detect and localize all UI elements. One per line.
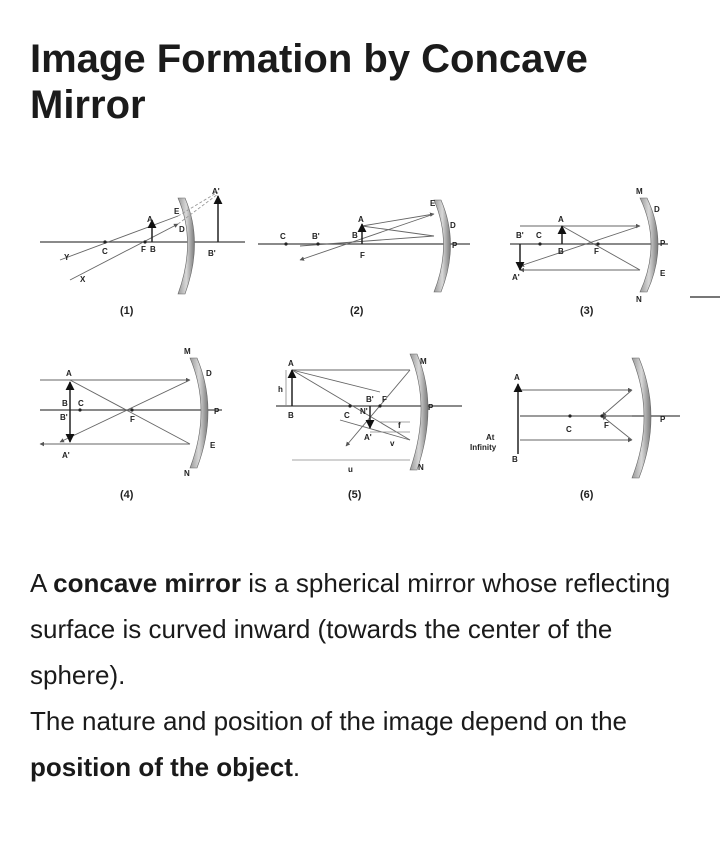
label-a: A [147, 215, 153, 224]
diagram-6-caption: (6) [580, 489, 594, 501]
diagram-2-caption: (2) [350, 305, 364, 317]
definition-prefix: A [30, 568, 54, 598]
label-n: N [636, 295, 642, 304]
label-d: D [206, 369, 212, 378]
label-m: M [636, 187, 643, 196]
diagram-5: A h B C B' F N' A' f v u M P N (5) [276, 353, 462, 501]
label-b: B [150, 245, 156, 254]
label-e: E [174, 207, 180, 216]
label-c: C [280, 232, 286, 241]
label-a-prime: A' [512, 273, 520, 282]
label-p: P [660, 415, 666, 424]
label-c: C [344, 411, 350, 420]
label-e: E [430, 199, 436, 208]
label-e: E [660, 269, 666, 278]
label-a-prime: A' [212, 187, 220, 196]
nature-term: position of the object [30, 752, 293, 782]
label-f: F [594, 247, 599, 256]
label-n: N [418, 463, 424, 472]
label-at: At [486, 433, 495, 442]
definition-paragraph: A concave mirror is a spherical mirror w… [30, 560, 690, 698]
label-b: B [288, 411, 294, 420]
diagram-5-caption: (5) [348, 489, 362, 501]
label-m: M [184, 347, 191, 356]
label-a: A [514, 373, 520, 382]
label-infinity: Infinity [470, 443, 497, 452]
label-f: F [604, 421, 609, 430]
label-d: D [654, 205, 660, 214]
diagram-2: C B' B A F E D P (2) [258, 199, 470, 317]
label-h: h [278, 385, 283, 394]
page-title: Image Formation by Concave Mirror [30, 37, 588, 127]
label-f: F [382, 395, 387, 404]
label-a-prime: A' [364, 433, 372, 442]
label-b-prime: B' [60, 413, 68, 422]
label-c: C [78, 399, 84, 408]
label-a: A [358, 215, 364, 224]
nature-suffix: . [292, 752, 301, 782]
diagram-1: Y X C F B A E D A' B' (1) [40, 187, 245, 317]
label-b: B [512, 455, 518, 464]
ray-diagrams-figure: Y X C F B A E D A' B' (1) C B' B A F E D… [0, 170, 720, 530]
diagram-4-caption: (4) [120, 489, 134, 501]
edge-divider [690, 296, 720, 298]
label-n-prime: N' [360, 407, 368, 416]
label-v: v [390, 439, 395, 448]
label-p: P [214, 407, 220, 416]
label-b: B [62, 399, 68, 408]
label-p: P [660, 239, 666, 248]
label-p: P [428, 403, 434, 412]
nature-paragraph: The nature and position of the image dep… [30, 698, 690, 790]
label-e: E [210, 441, 216, 450]
label-b-prime: B' [366, 395, 374, 404]
label-b: B [352, 231, 358, 240]
label-a: A [66, 369, 72, 378]
definition-term: concave mirror [53, 568, 242, 598]
label-m: M [420, 357, 427, 366]
label-a: A [558, 215, 564, 224]
label-f: F [130, 415, 135, 424]
label-f-small: f [398, 421, 401, 430]
label-b-prime: B' [208, 249, 216, 258]
label-c: C [536, 231, 542, 240]
label-x: X [80, 275, 86, 284]
label-f: F [360, 251, 365, 260]
label-d: D [450, 221, 456, 230]
label-b: B [558, 247, 564, 256]
label-p: P [452, 241, 458, 250]
label-n: N [184, 469, 190, 478]
label-d: D [179, 225, 185, 234]
diagram-1-caption: (1) [120, 305, 134, 317]
diagram-3-caption: (3) [580, 305, 594, 317]
label-f: F [141, 245, 146, 254]
diagram-4: A B C B' F A' M D P E N (4) [39, 347, 222, 501]
label-c: C [102, 247, 108, 256]
label-b-prime: B' [516, 231, 524, 240]
definition-rest: is a spherical mirror whose reflecting s… [30, 568, 671, 690]
diagram-3: B' C A B F A' M D P E N (3) [510, 187, 668, 317]
label-a-prime: A' [62, 451, 70, 460]
label-u: u [348, 465, 353, 474]
label-b-prime: B' [312, 232, 320, 241]
diagram-6: A At Infinity B C F P (6) [470, 357, 680, 501]
label-c: C [566, 425, 572, 434]
label-y: Y [64, 253, 70, 262]
label-a: A [288, 359, 294, 368]
nature-prefix: The nature and position of the image dep… [30, 706, 627, 736]
